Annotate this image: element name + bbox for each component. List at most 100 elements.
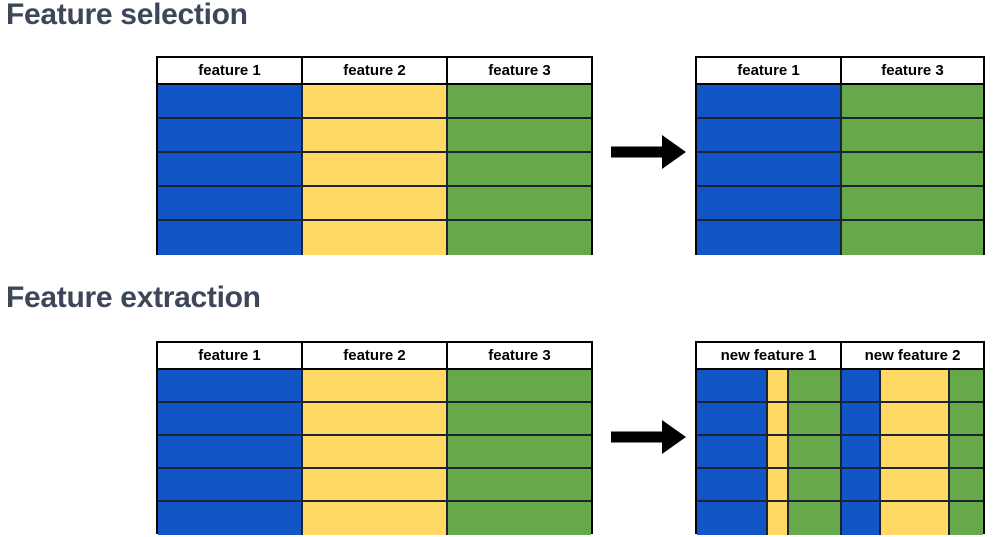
band-green <box>947 502 983 535</box>
cell-feature-2 <box>303 370 448 401</box>
cell-feature-2 <box>303 187 448 219</box>
cell-feature-2 <box>303 85 448 117</box>
column-header-feature-3: feature 3 <box>842 58 983 85</box>
column-header-feature-2: feature 2 <box>303 343 448 370</box>
band-yellow <box>765 469 788 500</box>
cell-feature-3 <box>842 153 983 185</box>
band-blue <box>842 502 879 535</box>
band-yellow <box>765 403 788 434</box>
cell-feature-1 <box>158 153 303 185</box>
cell-new-feature-2 <box>842 469 983 500</box>
band-yellow <box>878 502 948 535</box>
feature-selection-output-table: feature 1 feature 3 <box>695 56 985 255</box>
cell-feature-1 <box>697 221 842 255</box>
table-row <box>697 187 983 221</box>
cell-new-feature-2 <box>842 403 983 434</box>
cell-feature-3 <box>842 221 983 255</box>
cell-new-feature-2 <box>842 370 983 401</box>
table-body <box>158 85 591 255</box>
transform-arrow-selection <box>611 134 686 170</box>
band-blue <box>842 436 879 467</box>
cell-new-feature-1 <box>697 502 842 535</box>
cell-feature-1 <box>697 85 842 117</box>
column-header-feature-1: feature 1 <box>158 58 303 85</box>
table-row <box>697 119 983 153</box>
table-row <box>158 403 591 436</box>
table-row <box>697 221 983 255</box>
table-row <box>158 469 591 502</box>
cell-feature-2 <box>303 403 448 434</box>
cell-new-feature-1 <box>697 403 842 434</box>
arrow-head-icon <box>662 420 686 454</box>
cell-feature-1 <box>158 469 303 500</box>
feature-extraction-input-table: feature 1 feature 2 feature 3 <box>156 341 593 535</box>
table-header-row: new feature 1 new feature 2 <box>697 343 983 370</box>
cell-feature-3 <box>448 153 591 185</box>
cell-feature-3 <box>842 119 983 151</box>
table-row <box>158 187 591 221</box>
band-yellow <box>878 370 948 401</box>
cell-feature-1 <box>158 436 303 467</box>
cell-feature-3 <box>448 436 591 467</box>
band-blue <box>697 502 766 535</box>
cell-feature-3 <box>448 119 591 151</box>
feature-selection-input-table: feature 1 feature 2 feature 3 <box>156 56 593 255</box>
band-blue <box>842 403 879 434</box>
arrow-shaft <box>611 431 665 443</box>
table-row <box>158 119 591 153</box>
cell-new-feature-1 <box>697 469 842 500</box>
cell-feature-1 <box>158 85 303 117</box>
cell-feature-1 <box>158 221 303 255</box>
table-body <box>158 370 591 535</box>
cell-feature-3 <box>448 469 591 500</box>
cell-feature-2 <box>303 119 448 151</box>
table-row <box>697 502 983 535</box>
table-row <box>697 153 983 187</box>
cell-feature-2 <box>303 502 448 535</box>
column-header-feature-3: feature 3 <box>448 58 591 85</box>
band-green <box>787 370 840 401</box>
cell-feature-1 <box>158 370 303 401</box>
column-header-feature-3: feature 3 <box>448 343 591 370</box>
cell-feature-2 <box>303 153 448 185</box>
cell-feature-3 <box>448 187 591 219</box>
arrow-head-icon <box>662 135 686 169</box>
band-blue <box>697 469 766 500</box>
cell-feature-1 <box>158 502 303 535</box>
column-header-new-feature-1: new feature 1 <box>697 343 842 370</box>
table-row <box>158 153 591 187</box>
table-body <box>697 85 983 255</box>
band-green <box>787 502 840 535</box>
table-row <box>697 370 983 403</box>
band-green <box>947 403 983 434</box>
arrow-shaft <box>611 146 665 158</box>
cell-feature-3 <box>448 85 591 117</box>
band-green <box>787 403 840 434</box>
band-green <box>947 436 983 467</box>
cell-feature-1 <box>158 119 303 151</box>
table-row <box>158 502 591 535</box>
page-title-feature-extraction: Feature extraction <box>6 281 261 314</box>
band-yellow <box>878 436 948 467</box>
table-row <box>158 436 591 469</box>
cell-feature-3 <box>448 221 591 255</box>
band-green <box>947 469 983 500</box>
cell-feature-2 <box>303 436 448 467</box>
band-yellow <box>765 502 788 535</box>
band-yellow <box>765 436 788 467</box>
cell-feature-1 <box>158 187 303 219</box>
transform-arrow-extraction <box>611 419 686 455</box>
band-blue <box>697 403 766 434</box>
cell-new-feature-2 <box>842 436 983 467</box>
column-header-feature-1: feature 1 <box>158 343 303 370</box>
band-green <box>787 469 840 500</box>
band-yellow <box>878 469 948 500</box>
cell-new-feature-1 <box>697 436 842 467</box>
cell-feature-1 <box>697 119 842 151</box>
page-title-feature-selection: Feature selection <box>6 0 248 31</box>
feature-extraction-output-table: new feature 1 new feature 2 <box>695 341 985 535</box>
table-row <box>697 85 983 119</box>
band-blue <box>842 370 879 401</box>
cell-feature-3 <box>842 187 983 219</box>
